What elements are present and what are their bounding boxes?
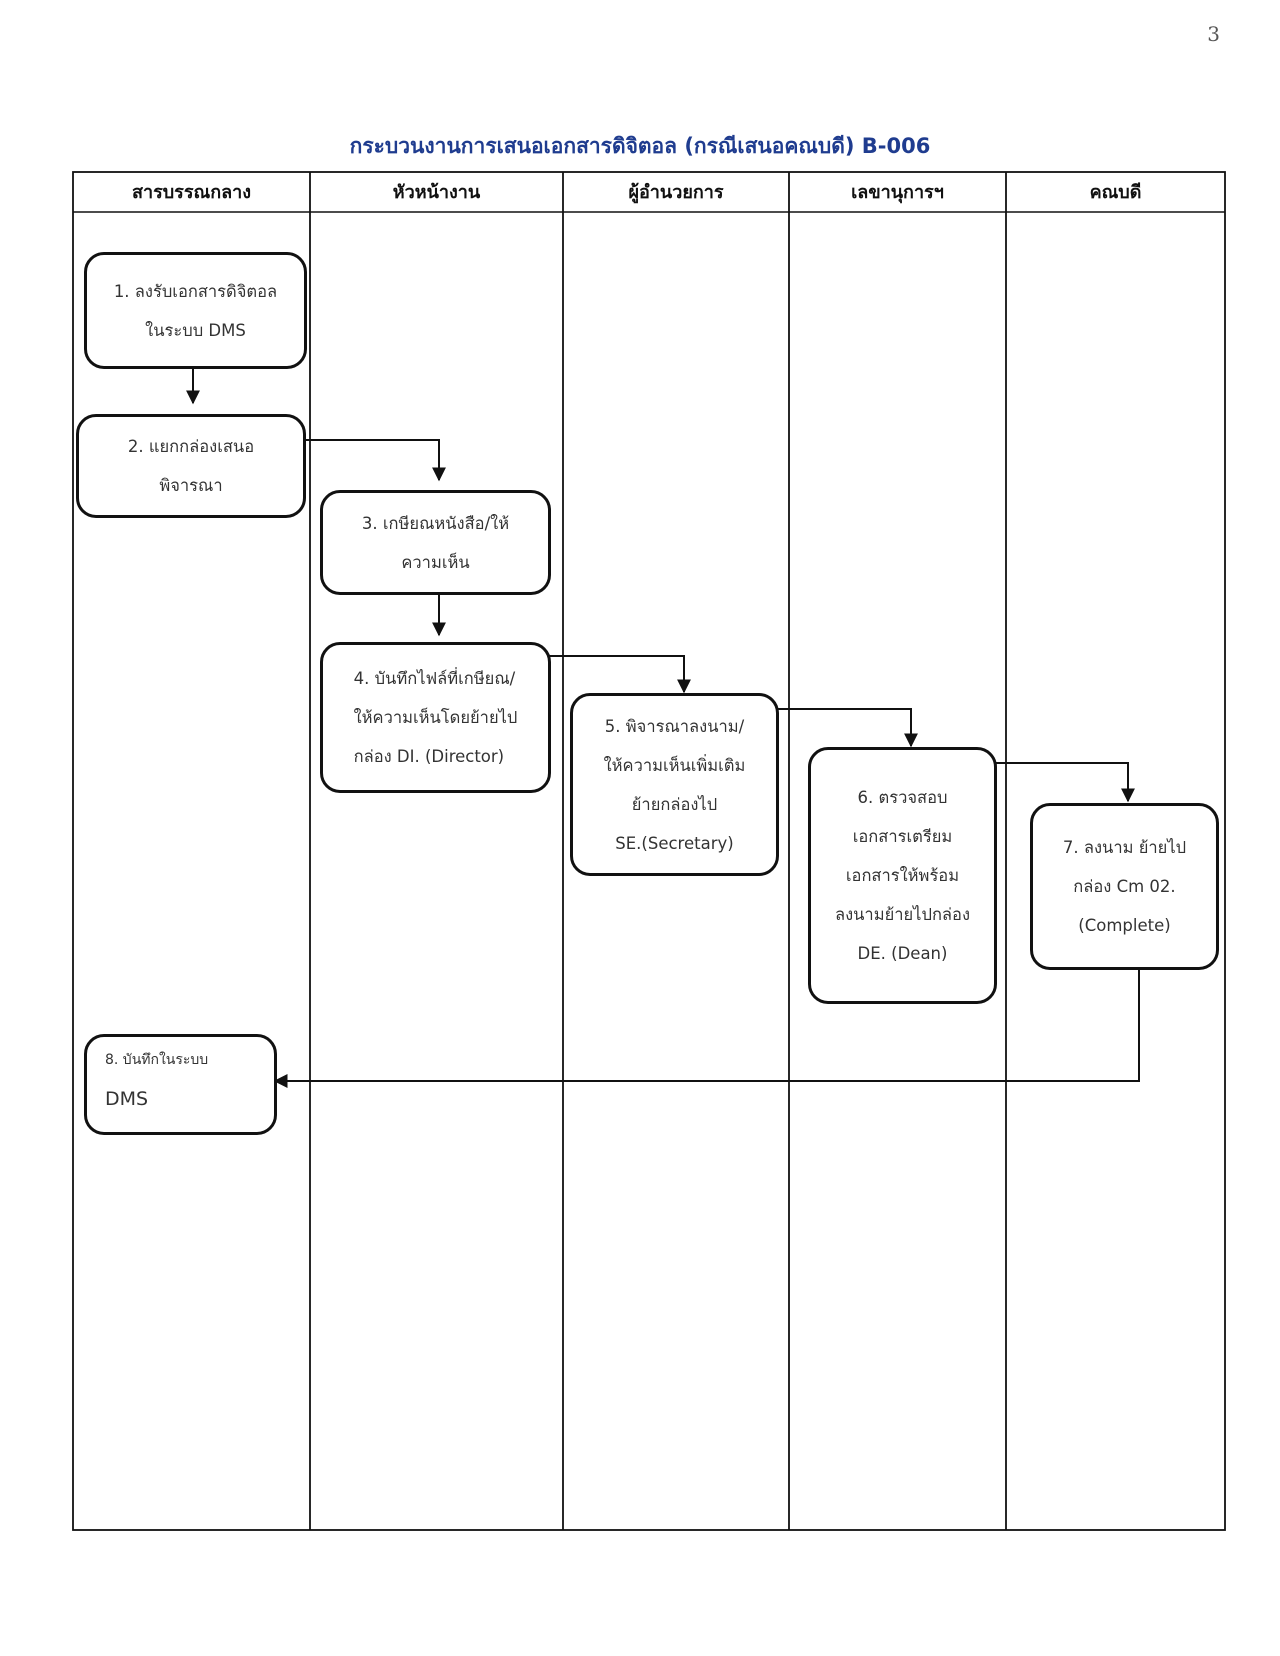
- lane-header-saraban: สารบรรณกลาง: [131, 182, 252, 203]
- step-1-line-2: ในระบบ DMS: [145, 320, 246, 340]
- diagram-title: กระบวนงานการเสนอเอกสารดิจิตอล (กรณีเสนอค…: [349, 134, 931, 158]
- step-5-box: 5. พิจารณาลงนาม/ ให้ความเห็นเพิ่มเติม ย้…: [570, 693, 779, 876]
- lane-header-section-head: หัวหน้างาน: [392, 182, 481, 203]
- step-6-line-5: DE. (Dean): [857, 944, 948, 963]
- step-2-box: 2. แยกกล่องเสนอ พิจารณา: [76, 414, 306, 518]
- connector-2-to-3: [305, 439, 446, 482]
- step-6-line-3: เอกสารให้พร้อม: [845, 866, 960, 885]
- step-6-line-2: เอกสารเตรียม: [852, 827, 953, 846]
- step-7-box: 7. ลงนาม ย้ายไป กล่อง Cm 02. (Complete): [1030, 803, 1219, 970]
- step-5-line-2: ให้ความเห็นเพิ่มเติม: [603, 755, 746, 775]
- step-3-line-1: 3. เกษียณหนังสือ/ให้: [361, 513, 510, 533]
- lane-header-secretary: เลขานุการฯ: [851, 182, 944, 203]
- step-1-box: 1. ลงรับเอกสารดิจิตอล ในระบบ DMS: [84, 252, 307, 369]
- step-7-line-1: 7. ลงนาม ย้ายไป: [1062, 838, 1187, 857]
- step-6-line-1: 6. ตรวจสอบ: [857, 788, 948, 807]
- connector-6-to-7: [995, 762, 1135, 803]
- step-5-line-3: ย้ายกล่องไป: [631, 794, 718, 814]
- step-6-line-4: ลงนามย้ายไปกล่อง: [834, 905, 971, 924]
- swimlane-border: [72, 171, 1226, 1531]
- connector-4-to-5: [549, 655, 691, 694]
- connector-5-to-6: [777, 708, 918, 748]
- step-2-line-1: 2. แยกกล่องเสนอ: [127, 437, 255, 456]
- step-4-line-1: 4. บันทึกไฟล์ที่เกษียณ/: [353, 669, 516, 688]
- step-3-line-2: ความเห็น: [401, 552, 470, 572]
- page-number: 3: [1207, 22, 1220, 46]
- step-7-line-2: กล่อง Cm 02.: [1073, 877, 1176, 896]
- step-3-box: 3. เกษียณหนังสือ/ให้ ความเห็น: [320, 490, 551, 595]
- step-8-line-1: 8. บันทึกในระบบ: [105, 1052, 209, 1068]
- step-5-line-4: SE.(Secretary): [615, 833, 734, 853]
- step-4-line-2: ให้ความเห็นโดยย้ายไป: [353, 708, 518, 727]
- step-7-line-3: (Complete): [1078, 916, 1171, 935]
- step-1-line-1: 1. ลงรับเอกสารดิจิตอล: [113, 281, 278, 301]
- lane-header-dean: คณบดี: [1089, 182, 1142, 203]
- step-8-line-2: DMS: [105, 1088, 149, 1110]
- step-6-box: 6. ตรวจสอบ เอกสารเตรียม เอกสารให้พร้อม ล…: [808, 747, 997, 1004]
- connector-7-to-8: [273, 969, 1140, 1088]
- lane-header-director: ผู้อำนวยการ: [628, 182, 724, 203]
- step-2-line-2: พิจารณา: [159, 476, 223, 495]
- step-4-box: 4. บันทึกไฟล์ที่เกษียณ/ ให้ความเห็นโดยย้…: [320, 642, 551, 793]
- step-5-line-1: 5. พิจารณาลงนาม/: [604, 716, 745, 736]
- step-8-box: 8. บันทึกในระบบ DMS: [84, 1034, 277, 1135]
- step-4-line-3: กล่อง DI. (Director): [353, 747, 505, 766]
